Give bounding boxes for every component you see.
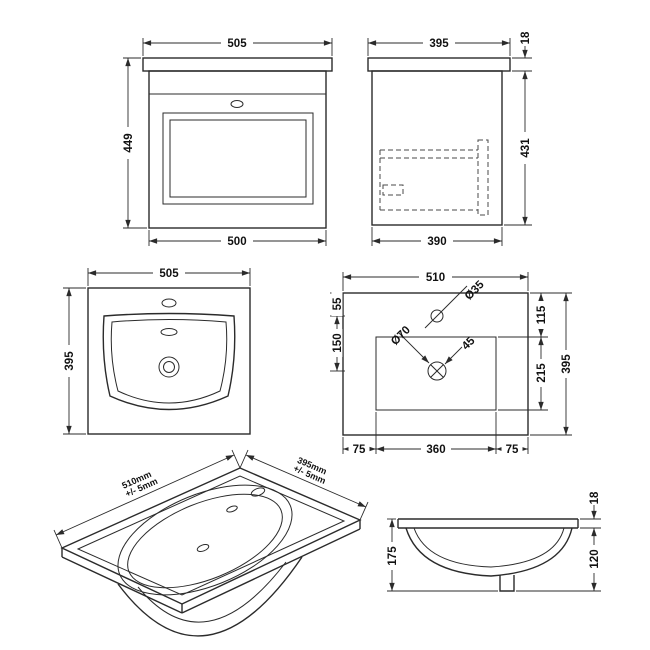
dim-side-depth-top: 395 (367, 37, 511, 56)
dim-perspective-depth: 395mm +/- 5mm (239, 449, 369, 521)
dim-section-height-total: 175 (386, 518, 498, 592)
recess-rectangle (375, 336, 497, 411)
waste-hole-diameter-label: Ø70 (389, 324, 413, 348)
dim-recess-offset: 115 (498, 292, 572, 338)
basin-top-rim-inner (76, 475, 346, 596)
cabinet-body-front (148, 70, 327, 229)
overflow-slot-front (230, 100, 244, 108)
dim-label: 18 (589, 491, 601, 504)
dim-label: 18 (520, 31, 532, 44)
countertop-front (142, 57, 333, 72)
dim-label: 55 (332, 297, 344, 310)
dim-recess-depth: 215 (498, 337, 548, 411)
bowl-underside-inner (137, 561, 287, 623)
dim-tap-offset: 55 (330, 292, 345, 317)
dim-side-depth-bottom: 390 (371, 227, 503, 248)
svg-text:395mm +/- 5mm: 395mm +/- 5mm (292, 455, 331, 486)
basin-cutout-view: Ø35 Ø70 45 510 55 (330, 271, 573, 456)
dim-label: 505 (227, 38, 247, 50)
overflow-slot-3d (226, 505, 238, 513)
door-panel-outer (162, 112, 314, 205)
dim-side-top-thickness: 18 (512, 31, 532, 72)
dim-label: 505 (159, 268, 179, 280)
dim-label: 75 (353, 444, 366, 456)
tap-hole-diameter-label: Ø35 (463, 278, 487, 302)
bowl-opening-inner (127, 493, 283, 589)
basin-section-view: 18 120 175 (386, 491, 601, 592)
basin-plan-view: 505 395 (63, 267, 251, 435)
dim-tap-to-waste: 150 (330, 316, 345, 372)
dim-label: 395 (429, 38, 449, 50)
dim-plan-depth: 395 (63, 287, 86, 435)
waste-outlet-stub (499, 575, 515, 592)
dim-section-bowl-height: 120 (516, 528, 601, 592)
dim-label: 175 (387, 546, 399, 566)
dim-side-height: 431 (504, 71, 532, 226)
hidden-drawer-detail (379, 139, 489, 216)
dim-label: 120 (589, 549, 601, 568)
dim-label: 75 (506, 444, 519, 456)
slab-thickness-edges (61, 520, 361, 614)
bowl-underside (117, 556, 303, 637)
overflow-slot-plan (160, 328, 178, 336)
dim-label: 500 (227, 236, 246, 248)
dim-label: 431 (520, 138, 532, 158)
tap-hole-cutout (430, 309, 444, 323)
door-panel-inner (169, 119, 307, 198)
dim-label: 510 (426, 272, 445, 284)
tap-hole-3d (250, 487, 266, 497)
basin-outline-cutout (342, 292, 529, 436)
dim-front-width-bottom: 500 (148, 230, 327, 248)
basin-outline-plan (87, 287, 251, 435)
waste-hole-inner (163, 361, 175, 373)
waste-hole-cutout (427, 361, 447, 381)
dim-cutout-depth-total: 395 (530, 293, 573, 436)
bowl-rim-outer (102, 312, 236, 411)
waste-hole-3d (196, 544, 210, 552)
bowl-rim-inner (110, 319, 228, 404)
dim-label: 115 (536, 305, 548, 324)
dim-label: 360 (426, 444, 445, 456)
dim-label: 215 (536, 363, 548, 383)
waste-hole-outer (158, 356, 180, 378)
dim-front-height: 449 (122, 57, 147, 229)
svg-text:510mm +/- 5mm: 510mm +/- 5mm (120, 468, 159, 499)
cabinet-side-view: 395 18 431 390 (367, 31, 532, 248)
cabinet-body-side (371, 70, 503, 226)
dim-cutout-width: 510 (342, 271, 529, 291)
dim-front-width-top: 505 (142, 37, 333, 56)
dim-label: 395 (64, 351, 76, 371)
dim-plan-width: 505 (87, 267, 251, 286)
dim-label: 449 (123, 133, 135, 152)
countertop-side (367, 57, 511, 72)
cabinet-front-view: 505 449 500 (122, 37, 333, 248)
bowl-section-outer (405, 527, 573, 577)
basin-perspective-view: 510mm +/- 5mm 395mm +/- 5mm (53, 449, 369, 637)
bowl-section-inner (413, 527, 565, 568)
dim-label: 150 (332, 333, 344, 352)
dim-section-rim-thickness: 18 (580, 491, 601, 529)
tap-hole-plan (161, 298, 177, 308)
dim-cutout-bottom-row: 75 360 75 (342, 412, 529, 456)
dim-label: 390 (427, 236, 446, 248)
dim-label: 395 (561, 354, 573, 374)
